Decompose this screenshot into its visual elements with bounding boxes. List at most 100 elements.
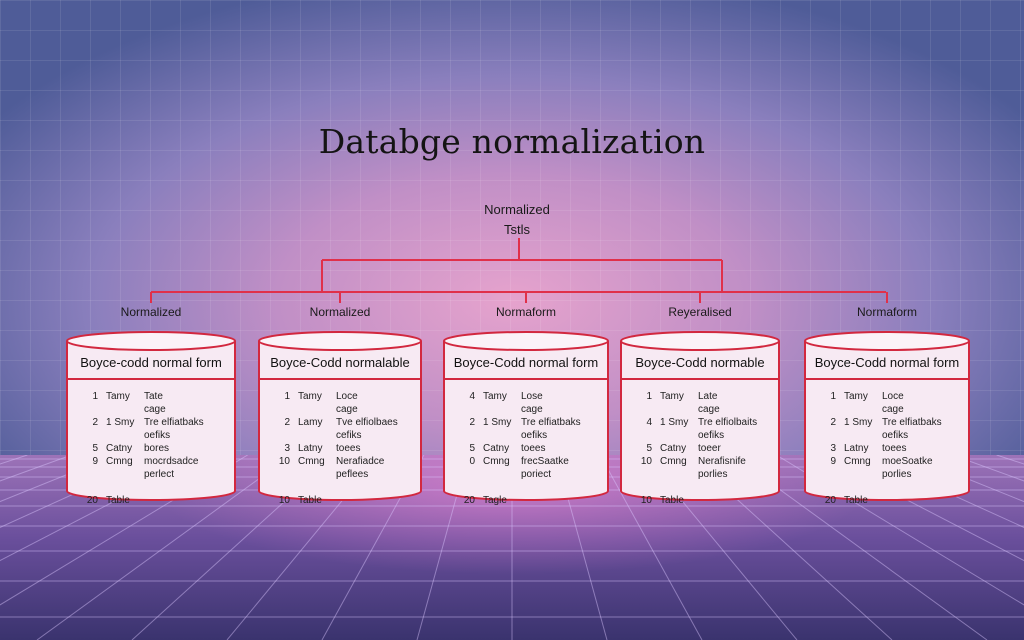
row-num: 10 [278, 456, 290, 467]
row-num: 2 [830, 417, 836, 428]
row-num: 4 [646, 417, 652, 428]
row-desc: cage [698, 404, 720, 415]
row-name: Latny [298, 443, 323, 454]
table-row: porlies [814, 468, 964, 481]
row-name: Cmng [298, 456, 325, 467]
row-name: Cmng [106, 456, 133, 467]
row-num: 1 [92, 391, 98, 402]
table-row: cage [814, 403, 964, 416]
row-name: Table [106, 495, 130, 506]
cylinder-shape [620, 331, 780, 501]
row-desc: moeSoatke [882, 456, 933, 467]
table-row: oefiks [814, 429, 964, 442]
row-num: 9 [830, 456, 836, 467]
row-num: 3 [284, 443, 290, 454]
cylinder-shape [66, 331, 236, 501]
row-desc: porlies [698, 469, 728, 480]
row-desc: Nerafisnife [698, 456, 746, 467]
row-desc: oefiks [521, 430, 548, 441]
row-name: 1 Smy [483, 417, 512, 428]
root-node-line2: Tstls [504, 222, 530, 237]
table-row [814, 481, 964, 494]
row-desc: Lose [521, 391, 543, 402]
row-name: Table [298, 495, 322, 506]
table-header: Boyce-codd normal form [80, 355, 222, 370]
row-desc: Loce [336, 391, 358, 402]
row-num: 1 [284, 391, 290, 402]
table-header: Boyce-Codd normalable [270, 355, 410, 370]
row-desc: Late [698, 391, 718, 402]
table-row: 9 Cmng moeSoatke [814, 455, 964, 468]
row-num: 20 [463, 495, 475, 506]
row-desc: mocrdsadce [144, 456, 199, 467]
table-row [76, 481, 230, 494]
row-desc: Nerafiadce [336, 456, 385, 467]
row-name: Table [844, 495, 868, 506]
row-desc: toees [882, 443, 907, 454]
row-desc: oefiks [144, 430, 171, 441]
diagram-title: Databge normalization [318, 122, 706, 161]
row-name: 1 Smy [106, 417, 135, 428]
row-num: 9 [92, 456, 98, 467]
row-desc: toeer [698, 443, 721, 454]
table-row [453, 481, 603, 494]
table-row: 1 Tamy Loce [268, 390, 416, 403]
cylinder-shape [804, 331, 970, 501]
row-desc: Tate [144, 391, 163, 402]
column-label: Normaform [856, 305, 917, 319]
row-desc: toees [521, 443, 546, 454]
table-row [268, 481, 416, 494]
table-row: 20 Tagle [453, 494, 603, 507]
row-desc: cage [521, 404, 543, 415]
table-row: cefiks [268, 429, 416, 442]
row-name: Cmng [844, 456, 871, 467]
table-row: 5 Catny toeer [630, 442, 774, 455]
column-label: Normalized [120, 305, 182, 319]
table-row: porlies [630, 468, 774, 481]
row-num: 10 [640, 495, 652, 506]
table-header: Boyce-Codd normable [635, 355, 765, 370]
table-row: peflees [268, 468, 416, 481]
row-name: 1 Smy [660, 417, 689, 428]
table-row: perlect [76, 468, 230, 481]
row-num: 1 [830, 391, 836, 402]
column-label: Reyeralised [668, 305, 732, 319]
row-desc: cage [336, 404, 358, 415]
cylinder-shape [443, 331, 609, 501]
row-name: Cmng [660, 456, 687, 467]
row-desc: oefiks [698, 430, 725, 441]
row-desc: Tre elfiatbaks [521, 417, 581, 428]
table-row: oefiks [76, 429, 230, 442]
row-name: Tamy [106, 391, 130, 402]
table-row: oefiks [453, 429, 603, 442]
row-name: Tamy [660, 391, 684, 402]
table-row [630, 481, 774, 494]
row-num: 5 [92, 443, 98, 454]
row-num: 5 [646, 443, 652, 454]
table-header: Boyce-Codd normal form [814, 355, 960, 370]
row-num: 2 [92, 417, 98, 428]
row-name: Catny [660, 443, 687, 454]
row-name: Tamy [298, 391, 322, 402]
row-name: Cmng [483, 456, 510, 467]
row-name: Tagle [483, 495, 507, 506]
cylinder-shape [258, 331, 422, 501]
row-desc: Tre elfiatbaks [882, 417, 942, 428]
row-name: Tamy [844, 391, 868, 402]
